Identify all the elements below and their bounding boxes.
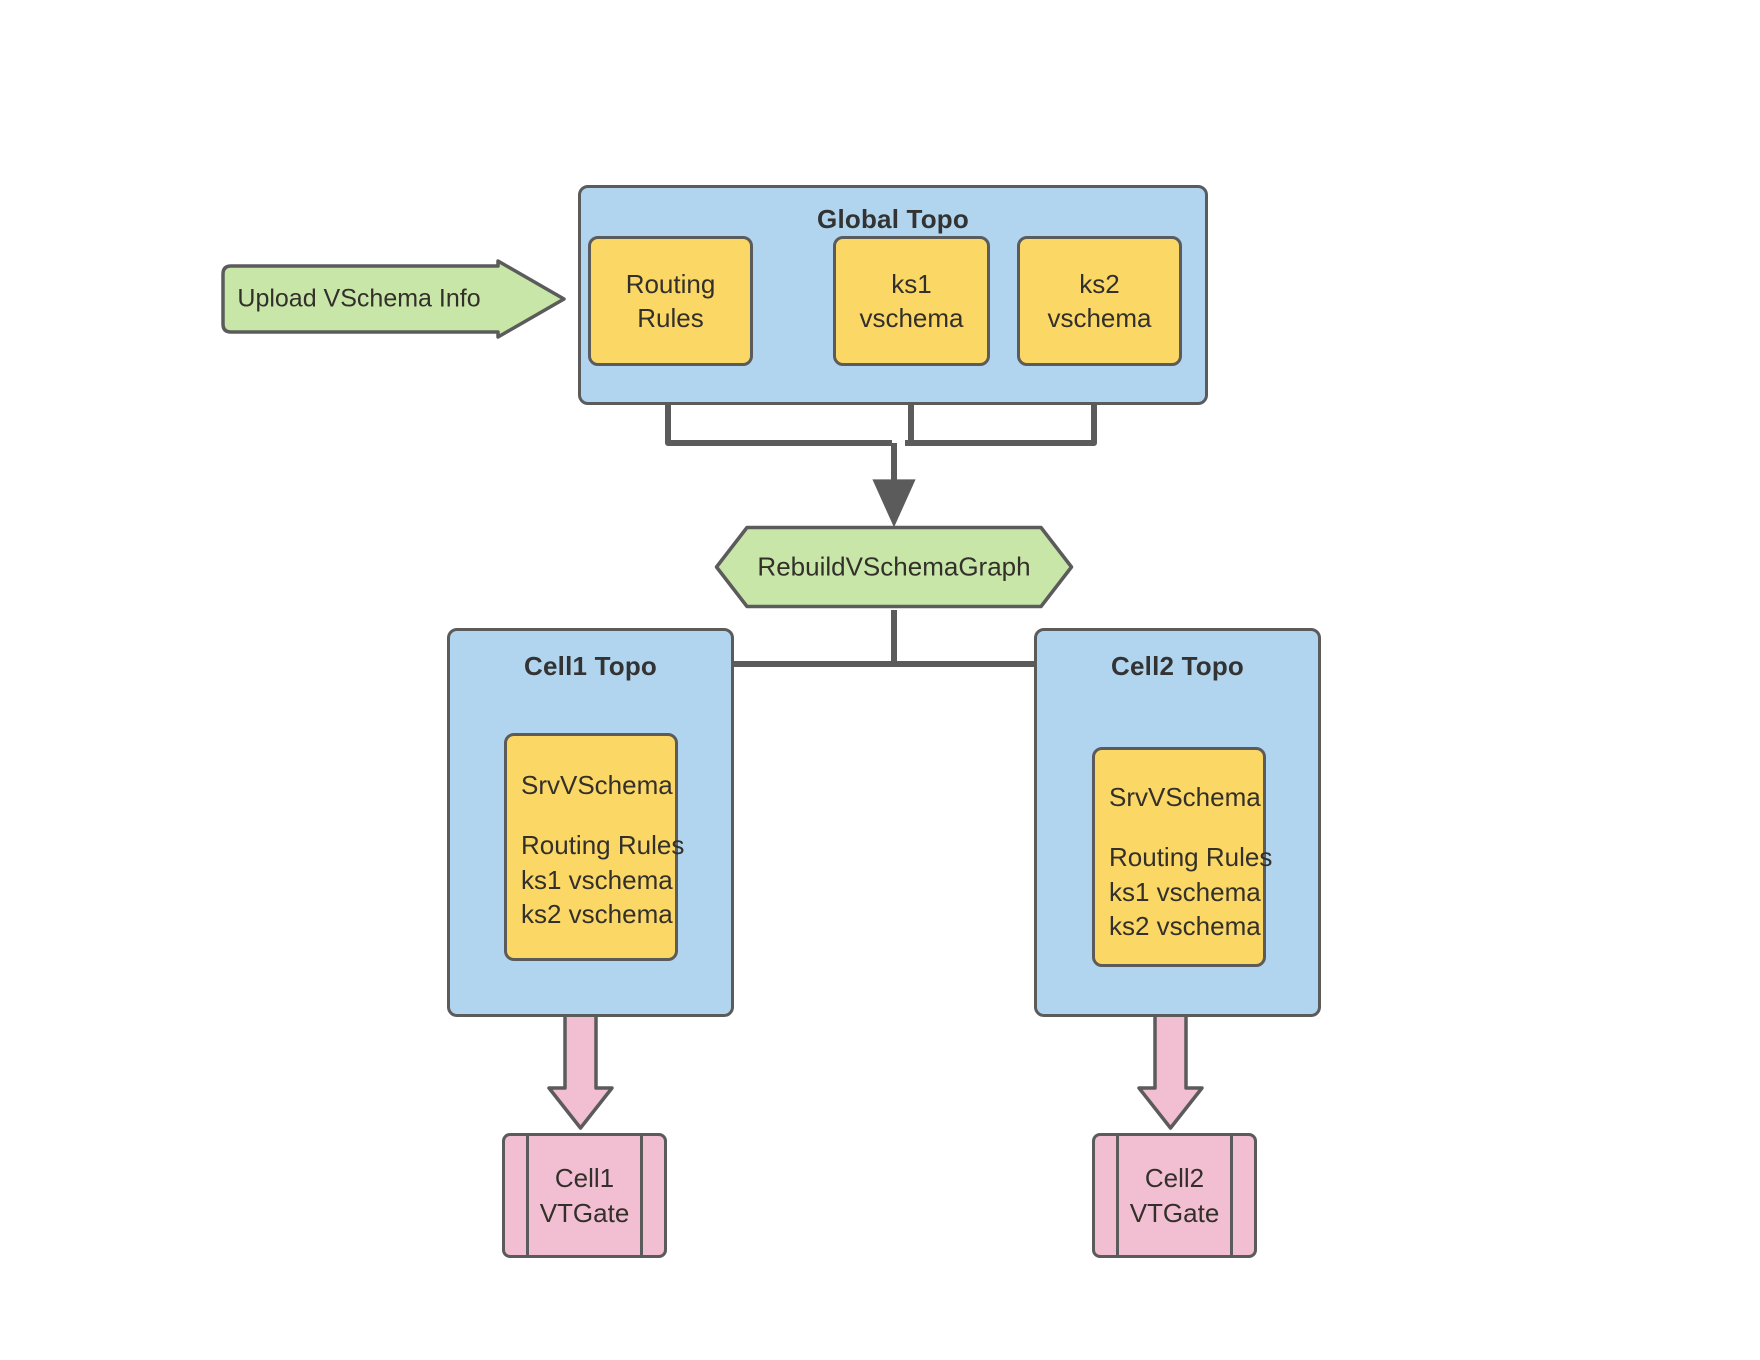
cell2-vtgate-line-2: VTGate bbox=[1129, 1197, 1220, 1228]
cell2-srvvschema-box[interactable]: SrvVSchema Routing Rules ks1 vschema ks2… bbox=[1092, 747, 1273, 967]
cell2-vtgate-right-bar bbox=[1230, 1136, 1233, 1255]
cell2-vtgate-label: Cell2 VTGate bbox=[1130, 1161, 1220, 1230]
cell1-vtgate-line-1: Cell1 bbox=[554, 1163, 615, 1194]
cell1-srv-item-2: ks2 vschema bbox=[521, 898, 673, 929]
cell1-srvvschema-heading: SrvVSchema bbox=[521, 770, 673, 800]
cell2-vtgate-left-bar bbox=[1116, 1136, 1119, 1255]
cell2-srv-item-0: Routing Rules bbox=[1109, 842, 1273, 873]
ks2-vschema-line-2: vschema bbox=[1047, 303, 1152, 333]
routing-rules-line-2: Rules bbox=[637, 303, 704, 333]
cell1-srv-item-1: ks1 vschema bbox=[521, 864, 673, 895]
cell1-vtgate-line-2: VTGate bbox=[539, 1197, 630, 1228]
cell1-srvvschema-box[interactable]: SrvVSchema Routing Rules ks1 vschema ks2… bbox=[504, 733, 685, 961]
cell2-srv-item-2: ks2 vschema bbox=[1109, 910, 1261, 941]
cell2-vtgate-node[interactable]: Cell2 VTGate bbox=[1092, 1133, 1257, 1258]
ks1-vschema-line-1: ks1 bbox=[891, 268, 932, 299]
cell1-vtgate-left-bar bbox=[526, 1136, 529, 1255]
global-topo-title: Global Topo bbox=[817, 204, 969, 234]
upload-vschema-arrow[interactable]: Upload VSchema Info bbox=[220, 258, 570, 340]
cell2-srvvschema-heading: SrvVSchema bbox=[1109, 782, 1261, 812]
routing-rules-line-1: Routing bbox=[625, 268, 716, 299]
ks1-vschema-box[interactable]: ks1 vschema bbox=[833, 236, 990, 366]
routing-rules-box[interactable]: Routing Rules bbox=[588, 236, 753, 366]
cell1-srv-item-0: Routing Rules bbox=[521, 830, 685, 861]
cell1-vtgate-right-bar bbox=[640, 1136, 643, 1255]
rebuild-vschema-graph-node[interactable]: RebuildVSchemaGraph bbox=[714, 525, 1074, 609]
cell2-srv-item-1: ks1 vschema bbox=[1109, 876, 1261, 907]
cell2-srv-spacer bbox=[1109, 814, 1263, 840]
cell1-vtgate-label: Cell1 VTGate bbox=[540, 1161, 630, 1230]
cell1-vtgate-node[interactable]: Cell1 VTGate bbox=[502, 1133, 667, 1258]
ks2-vschema-box[interactable]: ks2 vschema bbox=[1017, 236, 1182, 366]
cell2-vtgate-line-1: Cell2 bbox=[1144, 1163, 1205, 1194]
ks1-vschema-line-2: vschema bbox=[859, 303, 964, 333]
cell2-topo-title: Cell2 Topo bbox=[1111, 651, 1244, 681]
upload-arrow-shape bbox=[221, 259, 566, 339]
ks2-vschema-line-1: ks2 bbox=[1079, 268, 1120, 299]
cell1-srv-spacer bbox=[521, 802, 675, 828]
cell1-topo-title: Cell1 Topo bbox=[524, 651, 657, 681]
hexagon-shape bbox=[714, 525, 1074, 609]
